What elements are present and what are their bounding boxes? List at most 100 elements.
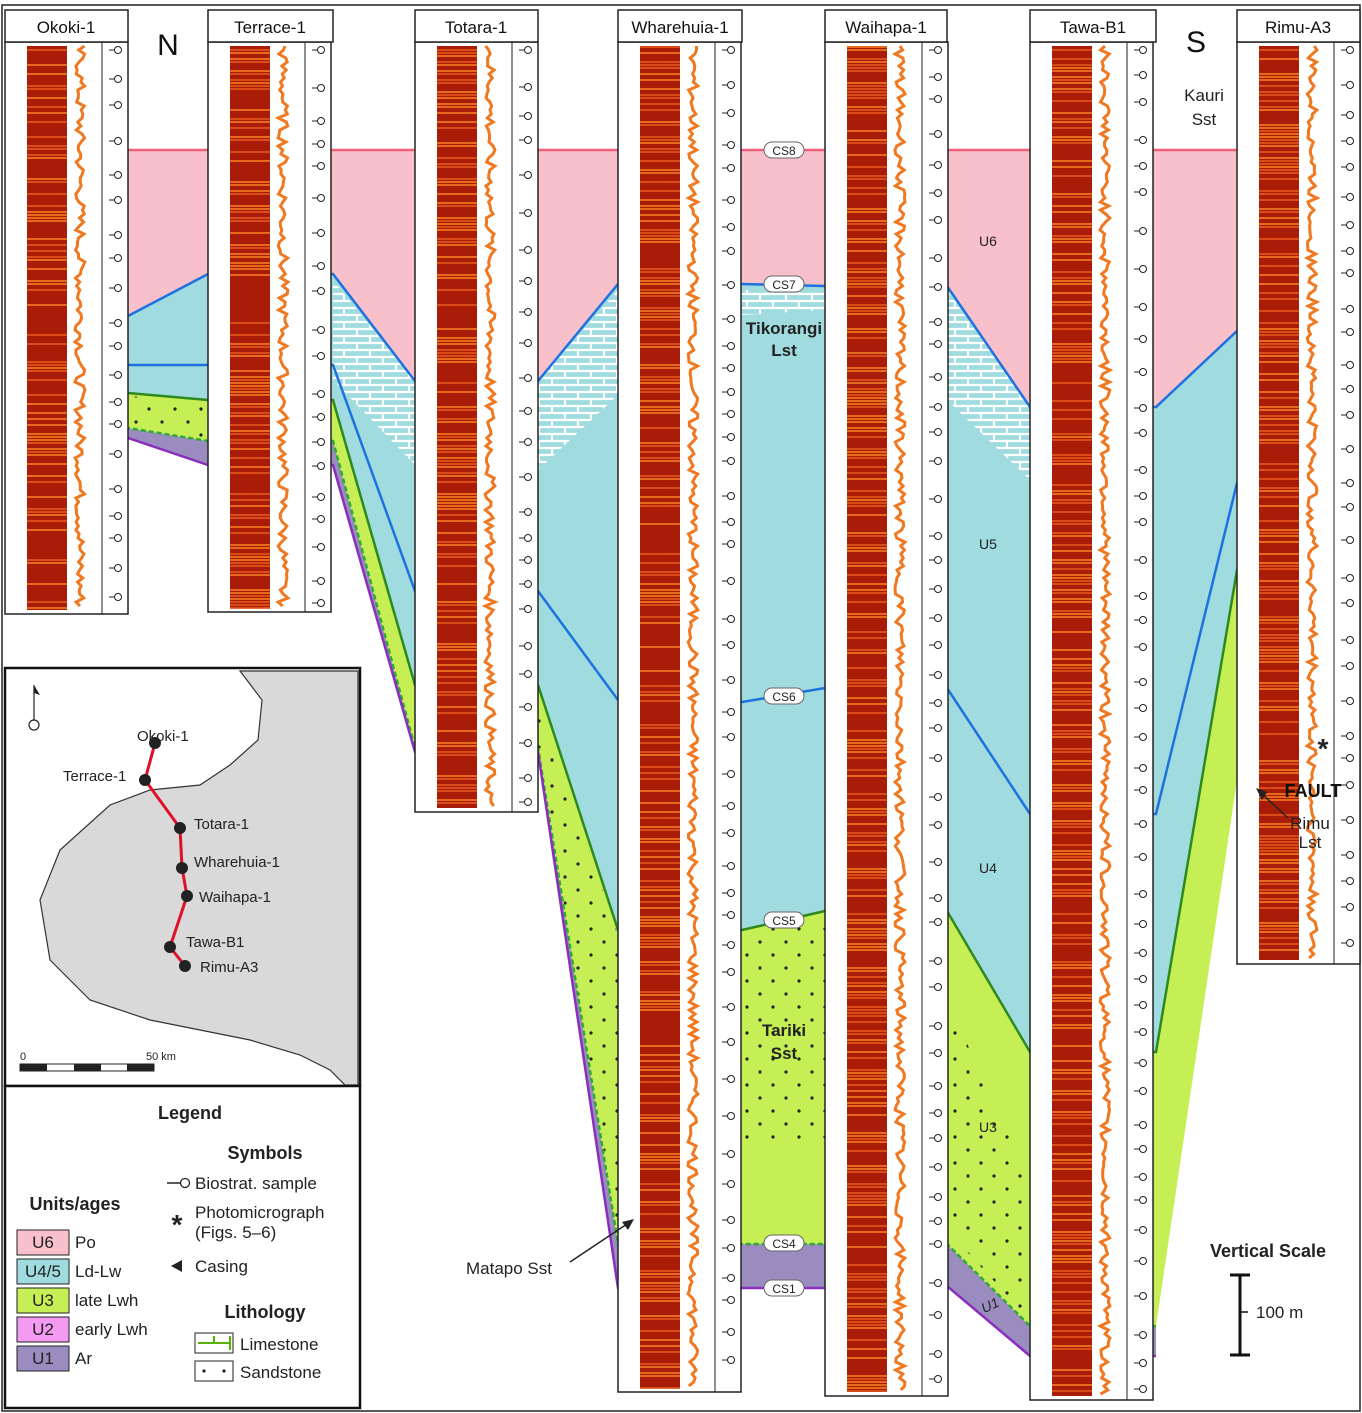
well-column-wharehuia (617, 41, 742, 1393)
svg-text:CS4: CS4 (772, 1237, 796, 1251)
matapo-arrowhead (622, 1219, 634, 1230)
tariki-sandstone-pattern (742, 915, 825, 1150)
scale-end-label: 50 km (146, 1051, 176, 1063)
north-label: N (157, 29, 179, 62)
lithology-title: Lithology (225, 1302, 306, 1322)
well-column-okoki (4, 41, 129, 615)
well-column-totara (414, 41, 539, 813)
rimu-lst-label-2: Lst (1299, 833, 1322, 852)
surface-cs1-line (5, 436, 1156, 1358)
matapo-arrow (569, 1221, 631, 1263)
map-label-okoki: Okoki-1 (137, 728, 189, 745)
kauri-label-1: Kauri (1184, 86, 1224, 105)
surface-cs4-line (5, 426, 1156, 1328)
unit-label-u4: U4 (979, 860, 997, 876)
map-well-dot-okoki (149, 737, 161, 749)
north-arrow-icon (28, 685, 40, 731)
well-name-waihapa: Waihapa-1 (845, 18, 927, 37)
map-scale-bar: 0 50 km (19, 1051, 176, 1072)
map-well-markers (139, 737, 193, 972)
legend-unit-age: early Lwh (75, 1320, 148, 1339)
legend-unit-code: U6 (32, 1233, 54, 1252)
legend-biostrat: Biostrat. sample (195, 1174, 317, 1193)
map-label-wharehuia: Wharehuia-1 (194, 854, 280, 871)
vertical-scale-title: Vertical Scale (1210, 1241, 1326, 1261)
legend-sandstone: Sandstone (240, 1363, 321, 1382)
svg-text:CS1: CS1 (772, 1282, 796, 1296)
location-map: Okoki-1 Terrace-1 Totara-1 Wharehuia-1 W… (3, 666, 362, 1088)
legend-unit-code: U1 (32, 1349, 54, 1368)
legend-photo-1: Photomicrograph (195, 1203, 324, 1222)
svg-text:CS5: CS5 (772, 914, 796, 928)
limestone-swatch-icon (194, 1332, 234, 1354)
photomicrograph-marker-rimu: * (1318, 733, 1329, 764)
surface-label-cs6: CS6 (763, 687, 805, 705)
legend-unit-age: Ld-Lw (75, 1262, 122, 1281)
legend-unit-row: U4/5 Ld-Lw (16, 1258, 122, 1285)
surface-label-cs5: CS5 (763, 911, 805, 929)
surface-cs6-line (618, 481, 1360, 816)
u3-sandstone-pattern-left (538, 700, 618, 1235)
casing-icon (171, 1260, 182, 1272)
svg-text:CS6: CS6 (772, 690, 796, 704)
svg-text:CS7: CS7 (772, 278, 796, 292)
u3-sandstone-pattern-okoki (128, 396, 208, 438)
south-label: S (1186, 26, 1206, 59)
well-title-tawa: Tawa-B1 (1029, 9, 1157, 43)
well-title-wharehuia: Wharehuia-1 (617, 9, 743, 43)
fault-label: FAULT (1285, 781, 1342, 801)
well-name-terrace: Terrace-1 (234, 18, 306, 37)
surface-label-cs8: CS8 (763, 141, 805, 159)
units-title: Units/ages (29, 1194, 120, 1214)
vertical-scale-label: 100 m (1256, 1303, 1303, 1322)
well-title-terrace: Terrace-1 (207, 9, 334, 43)
legend-unit-row: U6 Po (16, 1229, 96, 1256)
surface-label-cs7: CS7 (763, 275, 805, 293)
well-columns (4, 41, 1361, 1401)
legend-unit-age: Po (75, 1233, 96, 1252)
tikorangi-limestone-pattern-left (333, 280, 415, 465)
well-column-terrace (207, 41, 332, 613)
unit-label-u5: U5 (979, 536, 997, 552)
map-well-dot-wharehuia (176, 862, 188, 874)
legend-unit-code: U2 (32, 1320, 54, 1339)
well-name-rimu: Rimu-A3 (1265, 18, 1331, 37)
legend-title: Legend (158, 1103, 222, 1123)
map-label-waihapa: Waihapa-1 (199, 889, 271, 906)
matapo-label: Matapo Sst (466, 1259, 552, 1278)
rimu-lst-label-1: Rimu (1290, 814, 1330, 833)
scale-start-label: 0 (20, 1051, 26, 1063)
well-name-wharehuia: Wharehuia-1 (631, 18, 728, 37)
tariki-label-2: Sst (771, 1044, 798, 1063)
surface-label-cs4: CS4 (763, 1234, 805, 1252)
map-well-dot-terrace (139, 774, 151, 786)
u3-sandstone-pattern-right (947, 1000, 1030, 1320)
photomicrograph-icon: * (172, 1209, 183, 1240)
map-well-dot-waihapa (181, 890, 193, 902)
surface-label-cs1: CS1 (763, 1279, 805, 1297)
unit-label-u3: U3 (979, 1119, 997, 1135)
legend-unit-age: Ar (75, 1349, 92, 1368)
unit-label-u1: U1 (979, 1294, 1002, 1316)
rimu-arrow (1259, 791, 1289, 819)
tikorangi-limestone-pattern-mid (538, 290, 618, 470)
kauri-label-2: Sst (1192, 110, 1217, 129)
legend-unit-code: U4/5 (25, 1262, 61, 1281)
map-label-tawa: Tawa-B1 (186, 934, 244, 951)
symbols-title: Symbols (227, 1143, 302, 1163)
well-name-okoki: Okoki-1 (37, 18, 96, 37)
map-well-dot-totara (174, 822, 186, 834)
well-title-rimu: Rimu-A3 (1236, 9, 1361, 43)
well-column-rimu (1236, 41, 1361, 965)
unit-label-u6: U6 (979, 233, 997, 249)
legend-unit-row: U2 early Lwh (16, 1316, 148, 1343)
tariki-label-1: Tariki (762, 1021, 806, 1040)
landmass (39, 670, 359, 1086)
sandstone-swatch-icon (194, 1360, 234, 1382)
legend-unit-code: U3 (32, 1291, 54, 1310)
map-well-dot-rimu (179, 960, 191, 972)
map-label-rimu: Rimu-A3 (200, 959, 258, 976)
well-title-waihapa: Waihapa-1 (824, 9, 948, 43)
